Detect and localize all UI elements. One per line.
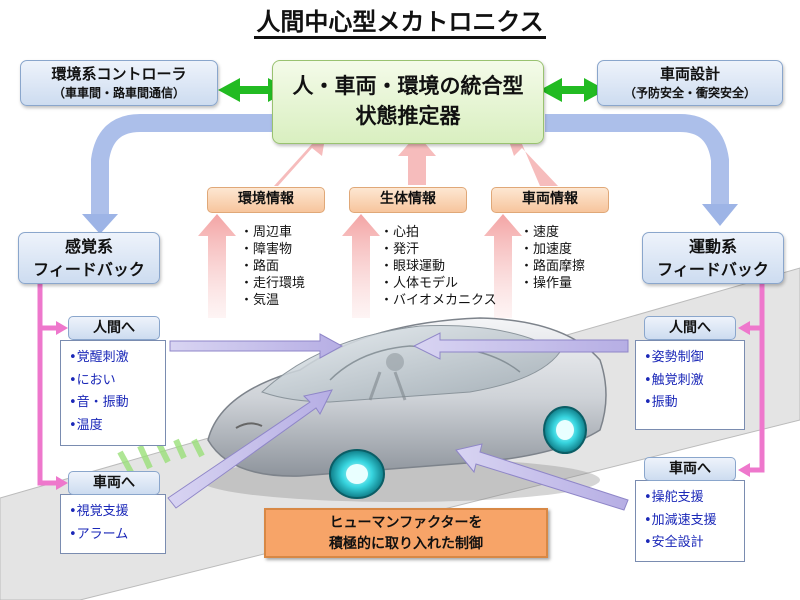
left-feedback-arrow <box>91 114 272 218</box>
vehicle-to-estimator-arrow <box>506 132 558 186</box>
list-item: ・人体モデル <box>380 276 459 291</box>
left-vehicle-to-car-arrow <box>167 389 333 509</box>
list-item: •振動 <box>644 395 678 410</box>
vehicle-upward-arrow <box>484 214 522 318</box>
sensory-feedback-line2: フィードバック <box>33 260 145 279</box>
list-item: •音・振動 <box>69 395 129 410</box>
left-pink-arrowhead-2 <box>56 476 68 490</box>
left-to-vehicle-label: 車両へ <box>68 471 160 495</box>
list-item: ・眼球運動 <box>380 259 446 274</box>
list-item: •覚醒刺激 <box>69 350 129 365</box>
right-green-double-arrow <box>540 78 606 102</box>
bio-upward-arrow <box>342 214 380 318</box>
sensory-feedback-box: 感覚系 フィードバック <box>18 232 160 284</box>
vehicle-info-label: 車両情報 <box>491 187 609 213</box>
motor-feedback-line2: フィードバック <box>657 260 769 279</box>
list-item: •安全設計 <box>644 535 704 550</box>
callout-line1: ヒューマンファクターを <box>329 515 483 531</box>
state-estimator-box: 人・車両・環境の統合型 状態推定器 <box>272 60 544 144</box>
human-factor-callout: ヒューマンファクターを 積極的に取り入れた制御 <box>264 508 548 558</box>
list-item: •操舵支援 <box>644 490 704 505</box>
list-item: ・走行環境 <box>240 276 306 291</box>
env-info-list: ・周辺車 ・障害物 ・路面 ・走行環境 ・気温 <box>240 224 305 309</box>
list-item: ・心拍 <box>380 225 420 240</box>
left-pink-arrowhead-1 <box>56 321 68 335</box>
list-item: •加減速支援 <box>644 512 717 528</box>
estimator-line2: 状態推定器 <box>355 104 461 128</box>
motor-feedback-line1: 運動系 <box>688 237 737 256</box>
vehicle-design-title: 車両設計 <box>659 65 720 83</box>
list-item: •触覚刺激 <box>644 372 704 388</box>
estimator-line1: 人・車両・環境の統合型 <box>292 74 524 98</box>
left-vehicle-panel: •視覚支援 •アラーム <box>60 494 166 554</box>
list-item: •におい <box>69 372 116 388</box>
list-item: ・障害物 <box>240 242 293 257</box>
right-feedback-arrowhead <box>702 204 738 226</box>
env-info-label: 環境情報 <box>207 187 325 213</box>
list-item: ・バイオメカニクス <box>380 293 497 308</box>
callout-line2: 積極的に取り入れた制御 <box>329 536 483 552</box>
env-upward-arrow <box>198 214 236 318</box>
env-controller-title: 環境系コントローラ <box>51 65 187 83</box>
motor-feedback-box: 運動系 フィードバック <box>642 232 784 284</box>
right-feedback-arrow <box>545 114 729 208</box>
right-to-human-label: 人間へ <box>644 316 736 340</box>
left-pink-line <box>37 282 58 486</box>
right-human-panel: •姿勢制御 •触覚刺激 •振動 <box>635 340 745 430</box>
left-to-human-label: 人間へ <box>68 316 160 340</box>
list-item: ・路面 <box>240 259 280 274</box>
right-human-to-car-arrow <box>412 332 629 360</box>
list-item: •温度 <box>69 417 103 433</box>
bio-to-estimator-arrow <box>398 134 436 185</box>
list-item: ・発汗 <box>380 242 420 257</box>
list-item: ・加速度 <box>520 242 573 257</box>
env-controller-subtitle: （車車間・路車間通信） <box>52 86 185 100</box>
right-pink-line <box>748 282 765 473</box>
env-controller-box: 環境系コントローラ （車車間・路車間通信） <box>20 60 218 106</box>
list-item: ・速度 <box>520 225 560 240</box>
left-feedback-arrowhead <box>82 214 118 234</box>
right-to-vehicle-label: 車両へ <box>644 457 736 481</box>
list-item: •アラーム <box>69 526 129 542</box>
list-item: ・路面摩擦 <box>520 259 586 274</box>
list-item: •視覚支援 <box>69 504 129 519</box>
right-pink-arrowhead-1 <box>738 321 750 335</box>
signal-waves <box>117 438 205 476</box>
bio-info-label: 生体情報 <box>349 187 467 213</box>
vehicle-design-subtitle: （予防安全・衝突安全） <box>623 86 756 100</box>
vehicle-info-list: ・速度 ・加速度 ・路面摩擦 ・操作量 <box>520 224 585 292</box>
sensory-feedback-line1: 感覚系 <box>64 237 113 256</box>
page-title: 人間中心型メカトロニクス <box>0 2 800 39</box>
right-vehicle-panel: •操舵支援 •加減速支援 •安全設計 <box>635 480 745 562</box>
left-human-panel: •覚醒刺激 •におい •音・振動 •温度 <box>60 340 166 446</box>
bio-info-list: ・心拍 ・発汗 ・眼球運動 ・人体モデル ・バイオメカニクス <box>380 224 497 309</box>
left-human-to-car-arrow <box>169 333 344 359</box>
right-pink-arrowhead-2 <box>738 463 750 477</box>
list-item: ・操作量 <box>520 276 573 291</box>
vehicle-design-box: 車両設計 （予防安全・衝突安全） <box>597 60 783 106</box>
list-item: ・気温 <box>240 293 280 308</box>
list-item: •姿勢制御 <box>644 350 704 365</box>
right-vehicle-to-car-arrow <box>455 443 629 511</box>
list-item: ・周辺車 <box>240 225 293 240</box>
